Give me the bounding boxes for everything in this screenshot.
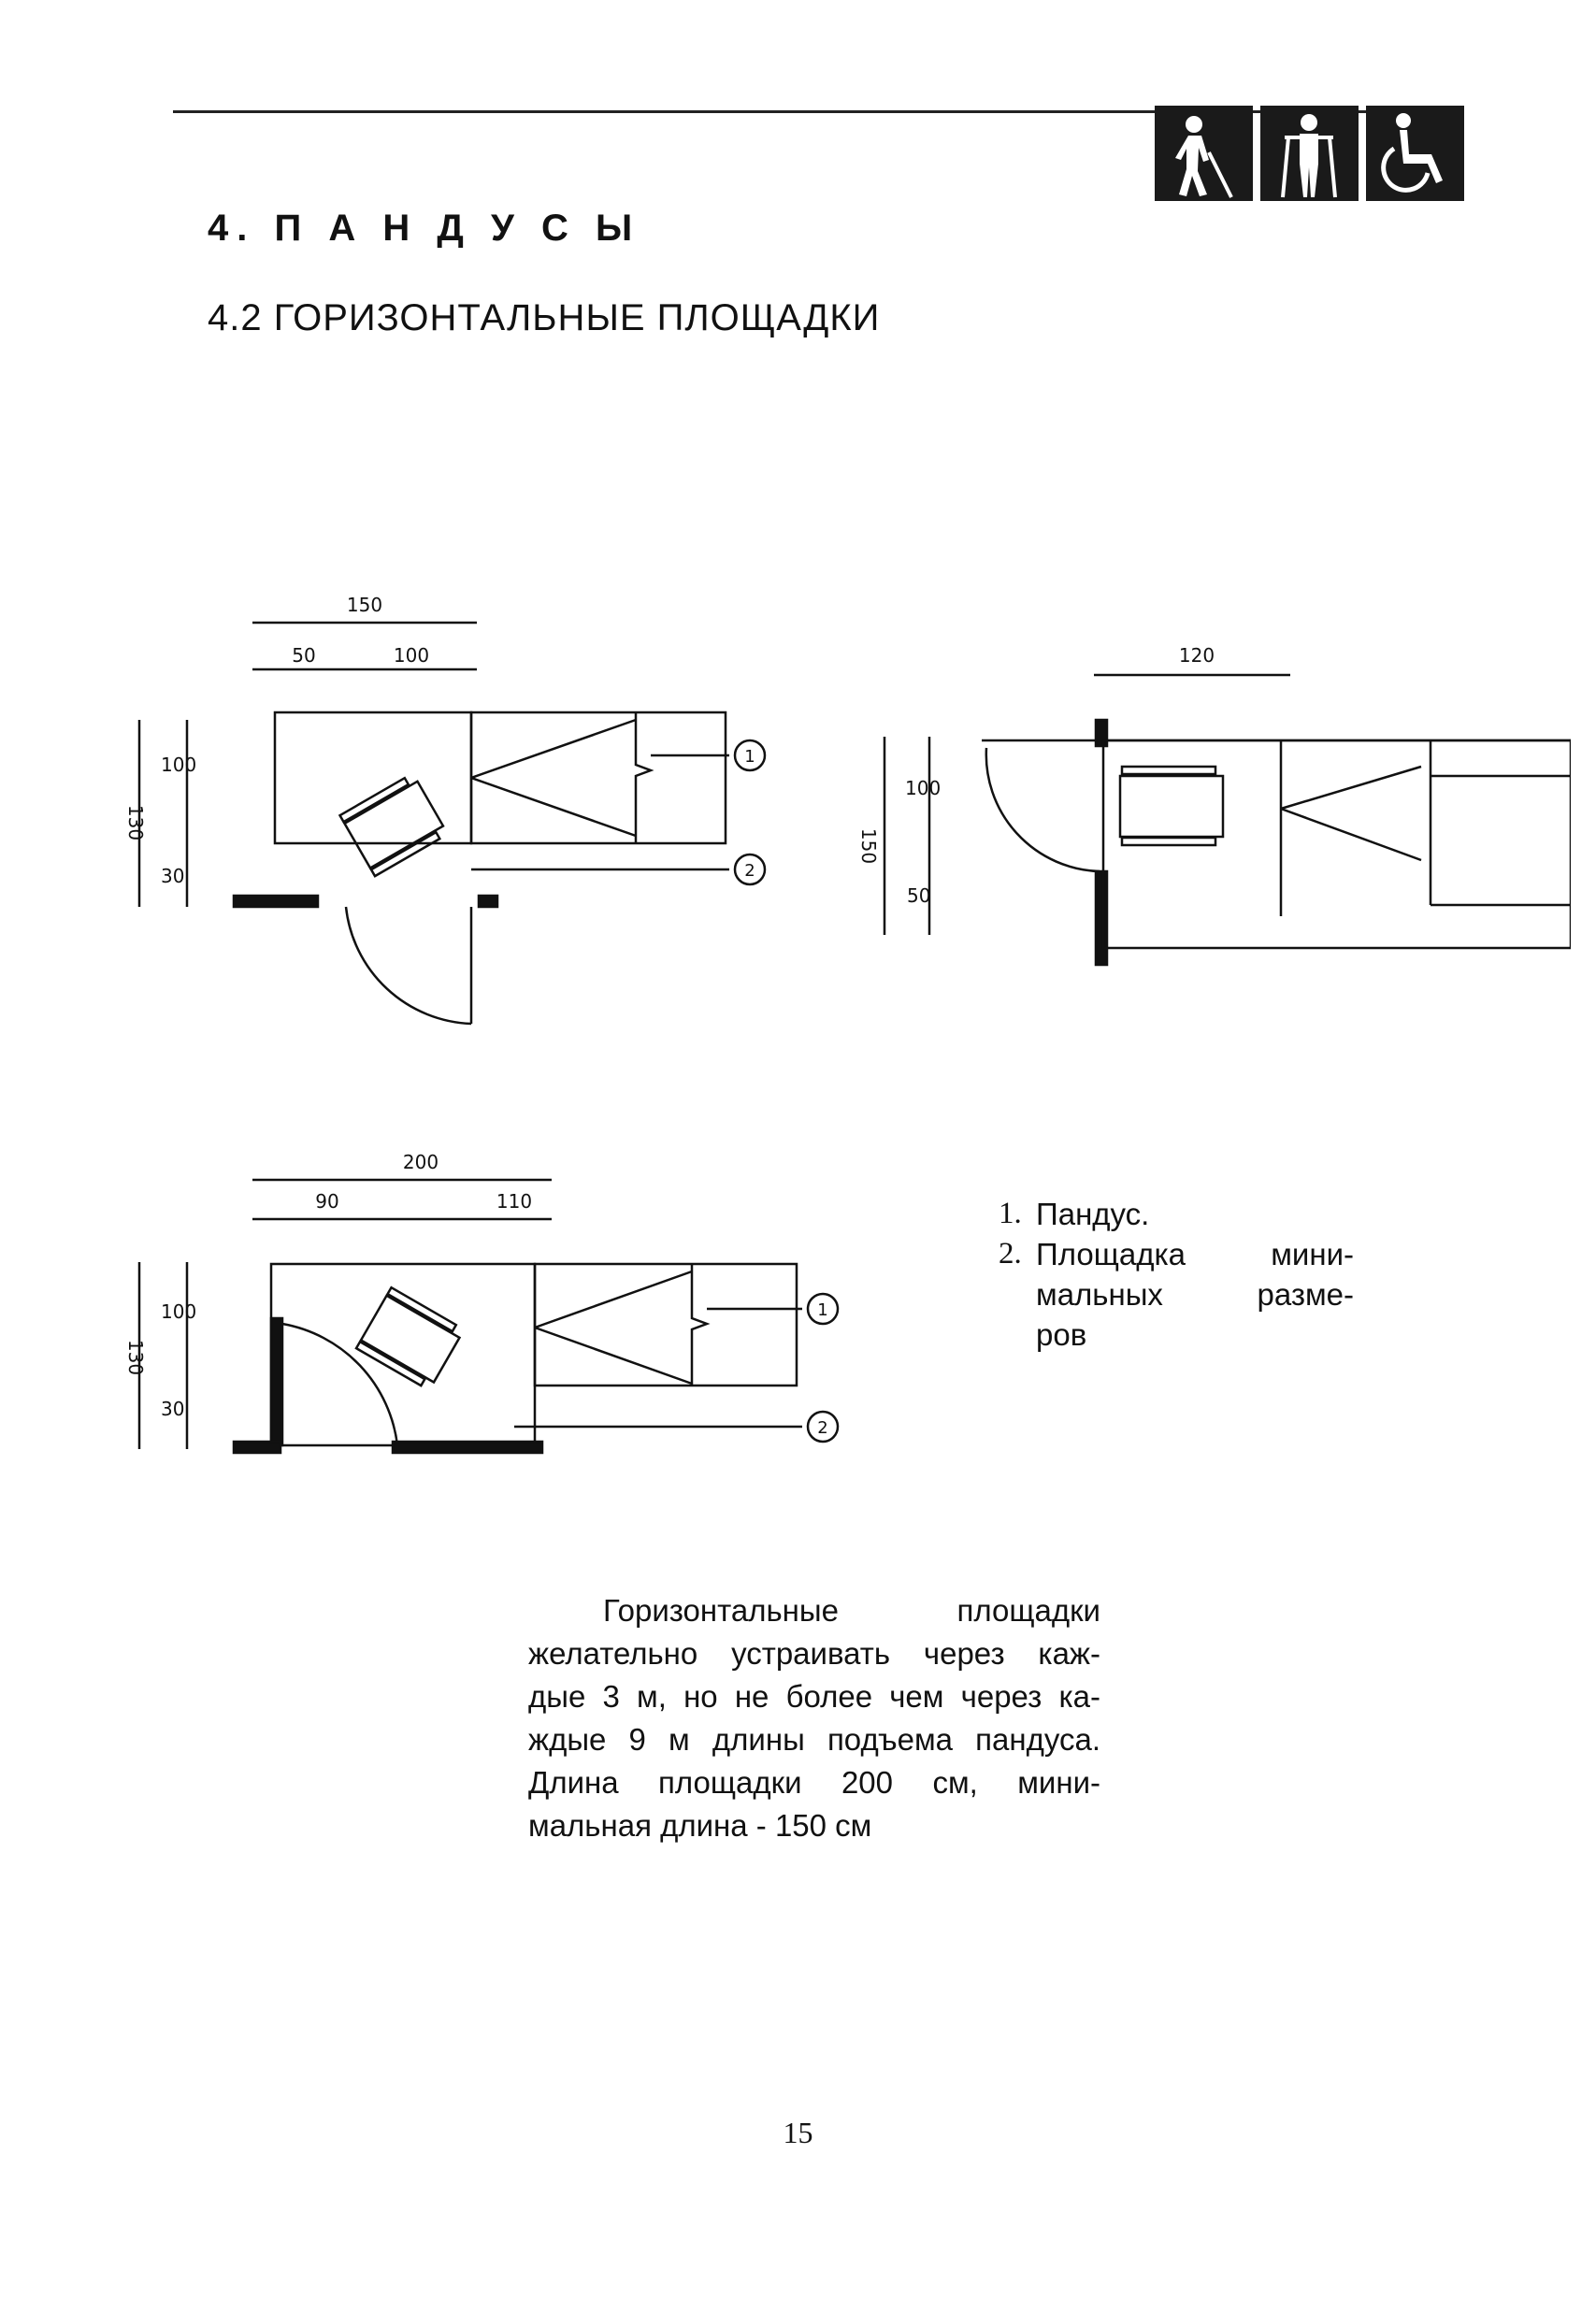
dim-width-2: 110 bbox=[496, 1190, 532, 1213]
dim-width-1: 90 bbox=[315, 1190, 338, 1213]
wall-left bbox=[232, 894, 320, 909]
dim-height-1: 100 bbox=[161, 754, 196, 776]
dim-height-1: 100 bbox=[905, 777, 941, 799]
callout-1-label: 1 bbox=[744, 747, 755, 767]
landing-diagram-2: 120 150 100 50 bbox=[857, 644, 1571, 967]
callout-2-label: 2 bbox=[817, 1418, 827, 1438]
legend-text-1: Пандус. bbox=[1036, 1197, 1150, 1231]
dim-total-width: 200 bbox=[403, 1151, 439, 1173]
landing-diagram-3: 200 90 110 130 100 30 1 2 bbox=[124, 1151, 840, 1455]
door-jamb bbox=[269, 1316, 284, 1447]
dim-height: 130 bbox=[124, 805, 147, 840]
legend-num-2: 2. bbox=[999, 1237, 1022, 1271]
dim-width-2: 100 bbox=[394, 644, 429, 667]
callout-1 bbox=[806, 1292, 840, 1326]
paragraph-line: желательно устраивать через каж- bbox=[528, 1636, 1100, 1671]
dim-height-2: 30 bbox=[161, 1398, 184, 1420]
legend-num-1: 1. bbox=[999, 1197, 1022, 1230]
paragraph-line: дые 3 м, но не более чем через ка- bbox=[528, 1679, 1100, 1714]
dim-height: 150 bbox=[857, 828, 880, 864]
accessibility-icons bbox=[1155, 106, 1464, 201]
dim-width-1: 50 bbox=[292, 644, 315, 667]
wall-right bbox=[391, 1440, 544, 1455]
wheelchair-plan bbox=[338, 776, 445, 878]
landing-area bbox=[269, 1262, 537, 1447]
wall-left bbox=[232, 1440, 282, 1455]
legend-text-2-line-3: ров bbox=[1036, 1317, 1087, 1352]
break-line bbox=[690, 1264, 711, 1386]
callout-1 bbox=[733, 739, 767, 772]
section-title: 4.2 ГОРИЗОНТАЛЬНЫЕ ПЛОЩАДКИ bbox=[208, 297, 881, 338]
door-swing bbox=[344, 906, 472, 1026]
landing-diagram-1: 150 50 100 130 100 30 1 2 bbox=[124, 594, 767, 1026]
dim-width: 120 bbox=[1179, 644, 1215, 667]
dim-total-width: 150 bbox=[347, 594, 382, 616]
break-line bbox=[634, 712, 654, 843]
door-swing bbox=[281, 1322, 399, 1446]
door-jamb bbox=[1094, 869, 1109, 967]
dim-height-1: 100 bbox=[161, 1300, 196, 1323]
paragraph-line: мальная длина - 150 см bbox=[528, 1808, 872, 1843]
callout-2 bbox=[806, 1410, 840, 1443]
blind-person-icon bbox=[1155, 106, 1253, 201]
callout-1-label: 1 bbox=[817, 1300, 827, 1320]
page-number: 15 bbox=[783, 2116, 813, 2149]
wheelchair-icon bbox=[1366, 106, 1464, 201]
ramp-area bbox=[533, 1262, 798, 1387]
callout-2-label: 2 bbox=[744, 861, 755, 881]
paragraph-line: Длина площадки 200 см, мини- bbox=[528, 1765, 1100, 1800]
legend-item-1: 1. Пандус. bbox=[999, 1194, 1354, 1234]
callout-2 bbox=[733, 853, 767, 886]
dim-height: 130 bbox=[124, 1340, 147, 1375]
dim-height-2: 30 bbox=[161, 865, 184, 887]
header-rule bbox=[173, 110, 1454, 113]
legend-text-2-line-2: мальных разме- bbox=[1036, 1277, 1354, 1312]
wheelchair-plan bbox=[354, 1285, 462, 1387]
crutches-person-icon bbox=[1260, 106, 1359, 201]
paragraph-line: Горизонтальные площадки bbox=[603, 1593, 1100, 1628]
legend-text-2-line-1: Площадка мини- bbox=[1036, 1237, 1354, 1271]
wheelchair-plan bbox=[1118, 765, 1225, 847]
body-paragraph: Горизонтальные площадки желательно устра… bbox=[528, 1589, 1100, 1847]
paragraph-line: ждые 9 м длины подъема пандуса. bbox=[528, 1722, 1100, 1757]
dim-height-2: 50 bbox=[907, 884, 930, 907]
legend: 1. Пандус. 2. Площадка мини- мальных раз… bbox=[999, 1194, 1354, 1355]
chapter-title: 4. П А Н Д У С Ы bbox=[208, 208, 641, 249]
landing-outline bbox=[1101, 739, 1571, 950]
legend-item-2: 2. Площадка мини- bbox=[999, 1234, 1354, 1274]
door-swing bbox=[985, 747, 1100, 873]
wall-right bbox=[477, 894, 499, 909]
